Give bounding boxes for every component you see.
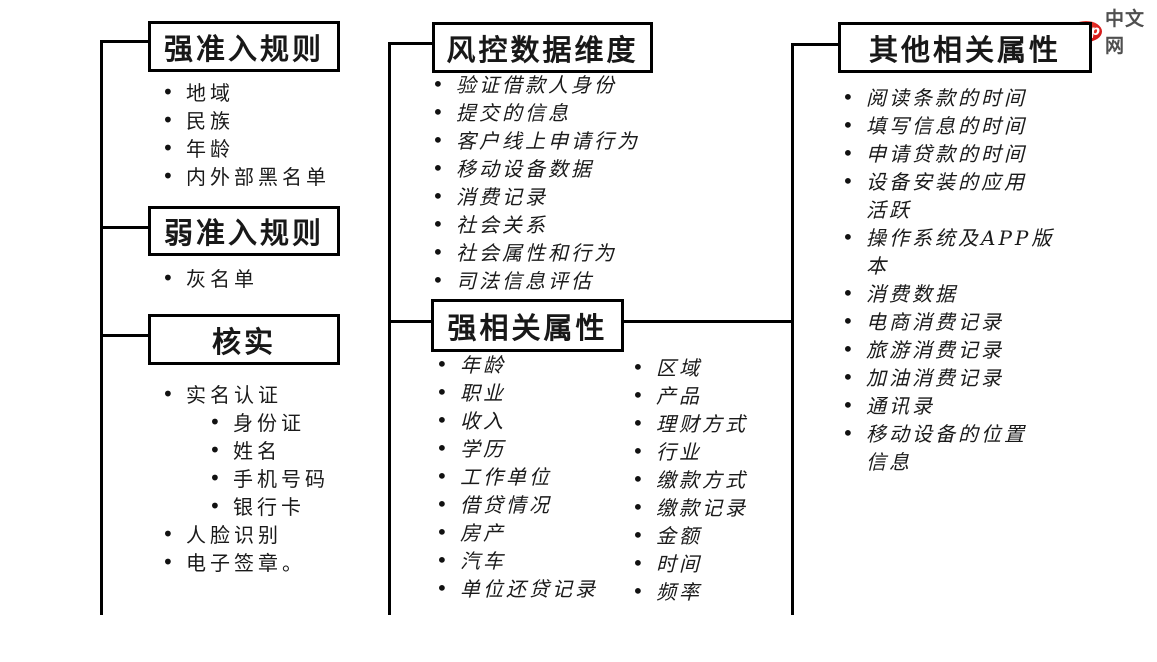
left-connector-verify bbox=[100, 334, 148, 337]
list-subitem: 身份证 bbox=[205, 408, 408, 437]
node-title: 强相关属性 bbox=[447, 310, 608, 345]
list-item: 电子签章。 bbox=[158, 548, 408, 577]
list-item: 年龄 bbox=[158, 134, 378, 163]
list-item: 缴款方式 bbox=[628, 465, 788, 494]
node-verification: 核实 bbox=[148, 314, 340, 365]
list-item: 时间 bbox=[628, 549, 788, 578]
list-item: 操作系统及APP版 本 bbox=[838, 223, 1073, 280]
list-item: 阅读条款的时间 bbox=[838, 83, 1073, 112]
other-attrs-items: 阅读条款的时间 填写信息的时间 申请贷款的时间 设备安装的应用 活跃 操作系统及… bbox=[838, 83, 1073, 476]
right-connector-other-attrs bbox=[791, 43, 838, 46]
list-item: 收入 bbox=[432, 406, 622, 435]
strong-admission-items: 地域 民族 年龄 内外部黑名单 bbox=[158, 78, 378, 191]
list-item: 社会关系 bbox=[428, 210, 678, 239]
list-item: 申请贷款的时间 bbox=[838, 139, 1073, 168]
left-connector-strong-rules bbox=[100, 40, 148, 43]
php-logo-site-name: 中文网 bbox=[1105, 8, 1146, 57]
list-item: 房产 bbox=[432, 518, 622, 547]
list-item: 移动设备数据 bbox=[428, 154, 678, 183]
list-item: 金额 bbox=[628, 521, 788, 550]
list-item: 填写信息的时间 bbox=[838, 111, 1073, 140]
list-item: 人脸识别 bbox=[158, 520, 408, 549]
strong-attrs-column-1: 年龄 职业 收入 学历 工作单位 借贷情况 房产 汽车 单位还贷记录 bbox=[432, 350, 622, 603]
left-branch-trunk-line bbox=[100, 41, 103, 615]
middle-connector-risk-dims bbox=[388, 42, 432, 45]
list-subitem: 银行卡 bbox=[205, 492, 408, 521]
list-item: 产品 bbox=[628, 381, 788, 410]
list-item: 理财方式 bbox=[628, 409, 788, 438]
node-title: 其他相关属性 bbox=[868, 32, 1061, 67]
node-title: 强准入规则 bbox=[163, 31, 324, 66]
list-item: 缴款记录 bbox=[628, 493, 788, 522]
risk-data-dimension-items: 验证借款人身份 提交的信息 客户线上申请行为 移动设备数据 消费记录 社会关系 … bbox=[428, 70, 678, 295]
middle-connector-strong-attrs-right bbox=[618, 320, 794, 323]
list-item: 工作单位 bbox=[432, 462, 622, 491]
list-item: 加油消费记录 bbox=[838, 363, 1073, 392]
list-item: 内外部黑名单 bbox=[158, 162, 378, 191]
list-item: 地域 bbox=[158, 78, 378, 107]
node-title: 核实 bbox=[211, 324, 276, 359]
list-item: 旅游消费记录 bbox=[838, 335, 1073, 364]
list-item: 借贷情况 bbox=[432, 490, 622, 519]
list-item: 频率 bbox=[628, 577, 788, 606]
list-item: 灰名单 bbox=[158, 264, 378, 293]
list-item: 移动设备的位置 信息 bbox=[838, 419, 1073, 476]
left-connector-weak-rules bbox=[100, 226, 148, 229]
list-item: 社会属性和行为 bbox=[428, 238, 678, 267]
right-branch-trunk-line bbox=[791, 43, 794, 615]
list-item: 年龄 bbox=[432, 350, 622, 379]
list-item: 设备安装的应用 活跃 bbox=[838, 167, 1073, 224]
list-item: 职业 bbox=[432, 378, 622, 407]
list-subitem: 姓名 bbox=[205, 436, 408, 465]
node-title: 风控数据维度 bbox=[446, 32, 639, 67]
list-item: 验证借款人身份 bbox=[428, 70, 678, 99]
list-item: 消费记录 bbox=[428, 182, 678, 211]
node-strong-related-attributes: 强相关属性 bbox=[431, 299, 624, 352]
weak-admission-items: 灰名单 bbox=[158, 264, 378, 293]
list-item: 电商消费记录 bbox=[838, 307, 1073, 336]
strong-attrs-column-2: 区域 产品 理财方式 行业 缴款方式 缴款记录 金额 时间 频率 bbox=[628, 353, 788, 606]
node-weak-admission-rules: 弱准入规则 bbox=[148, 206, 340, 256]
list-item: 汽车 bbox=[432, 546, 622, 575]
middle-branch-trunk-line bbox=[388, 42, 391, 615]
node-risk-data-dimensions: 风控数据维度 bbox=[432, 22, 653, 73]
list-item: 实名认证 bbox=[158, 380, 408, 409]
list-subitem: 手机号码 bbox=[205, 464, 408, 493]
list-item: 客户线上申请行为 bbox=[428, 126, 678, 155]
list-item: 单位还贷记录 bbox=[432, 574, 622, 603]
list-item: 民族 bbox=[158, 106, 378, 135]
list-item: 司法信息评估 bbox=[428, 266, 678, 295]
list-item: 消费数据 bbox=[838, 279, 1073, 308]
verification-items: 实名认证 身份证 姓名 手机号码 银行卡 人脸识别 电子签章。 bbox=[158, 380, 408, 577]
list-item: 学历 bbox=[432, 434, 622, 463]
list-item: 通讯录 bbox=[838, 391, 1073, 420]
middle-connector-strong-attrs-left bbox=[388, 320, 431, 323]
node-other-related-attributes: 其他相关属性 bbox=[838, 22, 1092, 73]
node-title: 弱准入规则 bbox=[163, 216, 324, 250]
list-item: 行业 bbox=[628, 437, 788, 466]
node-strong-admission-rules: 强准入规则 bbox=[148, 21, 340, 72]
list-item: 提交的信息 bbox=[428, 98, 678, 127]
list-item: 区域 bbox=[628, 353, 788, 382]
